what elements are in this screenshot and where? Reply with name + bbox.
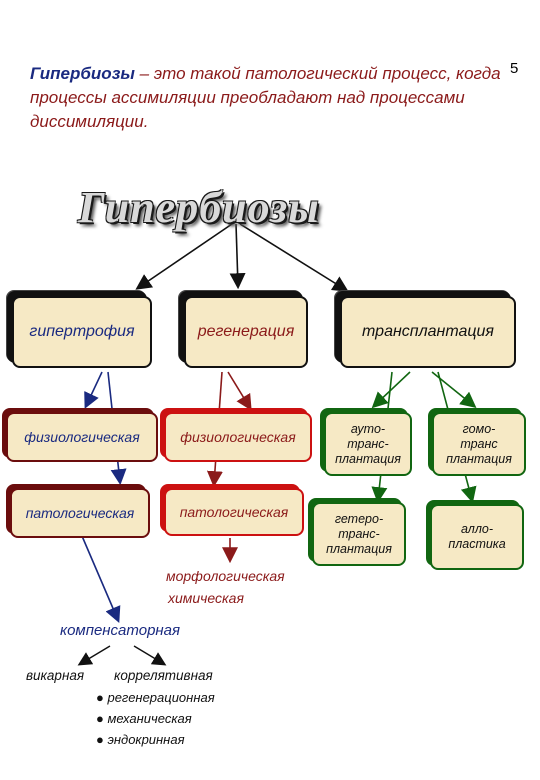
page-number: 5 xyxy=(510,60,519,77)
arrow-to-transplantation xyxy=(239,223,349,292)
arrow-to-correlative xyxy=(133,645,167,666)
box-homo: гомо- транс плантация xyxy=(432,412,526,476)
box-hyp-physiological: физиологическая xyxy=(6,412,158,462)
arrow-hyp-physiological xyxy=(84,371,103,409)
arrow-to-hypertrophy xyxy=(135,223,233,290)
diagram-title: Гипербиозы xyxy=(78,183,320,232)
bullet-icon: ● xyxy=(96,732,108,747)
label-hetero: гетеро- транс- плантация xyxy=(326,511,392,556)
label-correlative: коррелятивная xyxy=(114,668,213,683)
box-hypertrophy: гипертрофия xyxy=(12,296,152,368)
label-chemical: химическая xyxy=(168,590,244,606)
label-compensatory: компенсаторная xyxy=(60,622,181,639)
definition: Гипербиозы – это такой патологический пр… xyxy=(30,62,510,134)
box-regeneration: регенерация xyxy=(184,296,308,368)
bullet-icon: ● xyxy=(96,711,108,726)
label-reg-physiological: физиологическая xyxy=(180,429,296,445)
box-hetero: гетеро- транс- плантация xyxy=(312,502,406,566)
box-reg-physiological: физиологическая xyxy=(164,412,312,462)
label-auto: ауто- транс- плантация xyxy=(335,421,401,466)
correlative-item: ● эндокринная xyxy=(96,732,185,747)
arrow-reg-physiological xyxy=(227,371,252,411)
arrow-to-vicarious xyxy=(77,645,111,666)
box-auto: ауто- транс- плантация xyxy=(324,412,412,476)
arrow-to-regeneration xyxy=(229,223,246,290)
box-hyp-pathological: патологическая xyxy=(10,488,150,538)
arrow-to-auto xyxy=(371,371,411,409)
label-morphological: морфологическая xyxy=(166,568,285,584)
label-homo: гомо- транс плантация xyxy=(446,421,512,466)
correlative-item: ● регенерационная xyxy=(96,690,215,705)
label-reg-pathological: патологическая xyxy=(179,504,289,520)
correlative-item: ● механическая xyxy=(96,711,192,726)
bullet-icon: ● xyxy=(96,690,108,705)
label-hypertrophy: гипертрофия xyxy=(29,323,135,340)
label-hyp-pathological: патологическая xyxy=(25,505,135,521)
box-allo: алло- пластика xyxy=(430,504,524,570)
label-vicarious: викарная xyxy=(26,668,85,683)
box-transplantation: трансплантация xyxy=(340,296,516,368)
box-reg-pathological: патологическая xyxy=(164,488,304,536)
definition-text: – это такой патологический процесс, когд… xyxy=(30,64,501,131)
arrow-to-homo xyxy=(431,371,477,409)
arrow-to-compensatory xyxy=(75,521,121,623)
correlative-item-label: эндокринная xyxy=(107,732,185,747)
label-transplantation: трансплантация xyxy=(362,323,494,340)
definition-term: Гипербиозы xyxy=(30,64,135,83)
label-regeneration: регенерация xyxy=(197,323,295,340)
correlative-item-label: механическая xyxy=(107,711,192,726)
label-hyp-physiological: физиологическая xyxy=(24,429,140,445)
correlative-item-label: регенерационная xyxy=(107,690,215,705)
label-allo: алло- пластика xyxy=(448,522,506,551)
